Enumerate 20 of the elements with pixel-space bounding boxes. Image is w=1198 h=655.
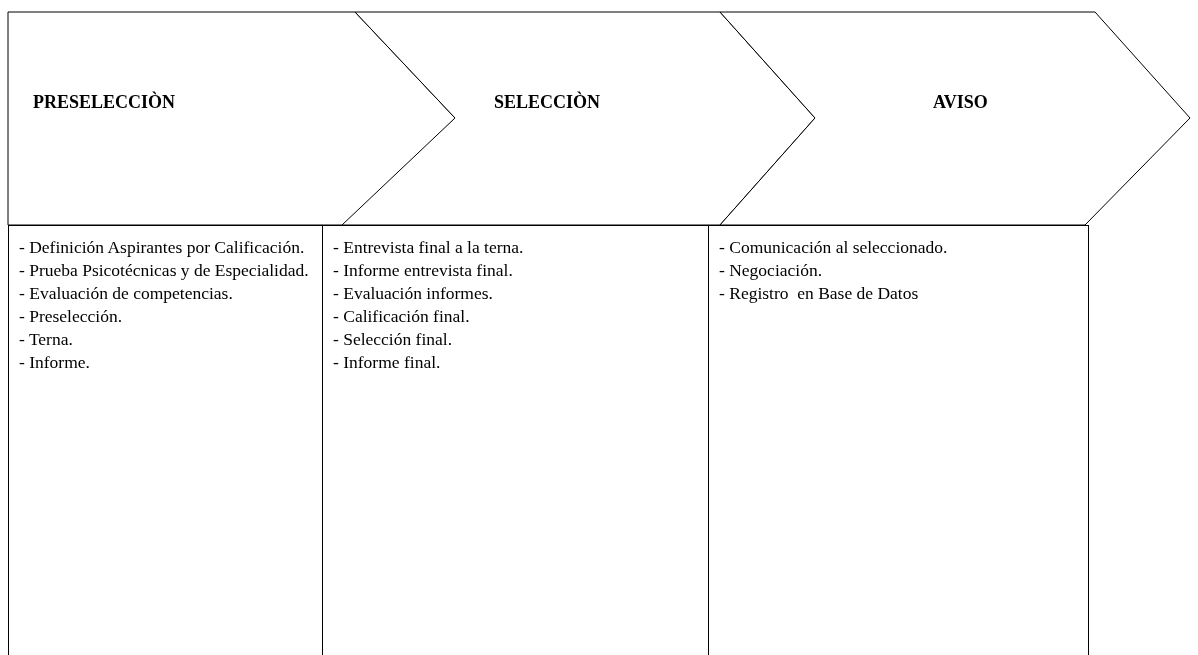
content-panel (8, 225, 323, 655)
list-item: - Preselección. (19, 305, 123, 328)
list-item: - Definición Aspirantes por Calificación. (19, 236, 306, 259)
list-item: - Terna. (19, 328, 74, 351)
list-item: - Informe final. (333, 351, 442, 374)
content-panel (708, 225, 1089, 655)
list-item: - Registro en Base de Datos (719, 282, 920, 305)
stage-heading: AVISO (933, 92, 988, 113)
list-item: - Calificación final. (333, 305, 471, 328)
list-item: - Evaluación informes. (333, 282, 494, 305)
list-item: - Selección final. (333, 328, 454, 351)
stage-heading: SELECCIÒN (494, 92, 601, 113)
list-item: - Comunicación al seleccionado. (719, 236, 949, 259)
stage-heading: PRESELECCIÒN (33, 92, 176, 113)
list-item: - Negociación. (719, 259, 823, 282)
list-item: - Entrevista final a la terna. (333, 236, 525, 259)
list-item: - Informe. (19, 351, 91, 374)
list-item: - Informe entrevista final. (333, 259, 514, 282)
list-item: - Prueba Psicotécnicas y de Especialidad. (19, 259, 310, 282)
list-item: - Evaluación de competencias. (19, 282, 234, 305)
